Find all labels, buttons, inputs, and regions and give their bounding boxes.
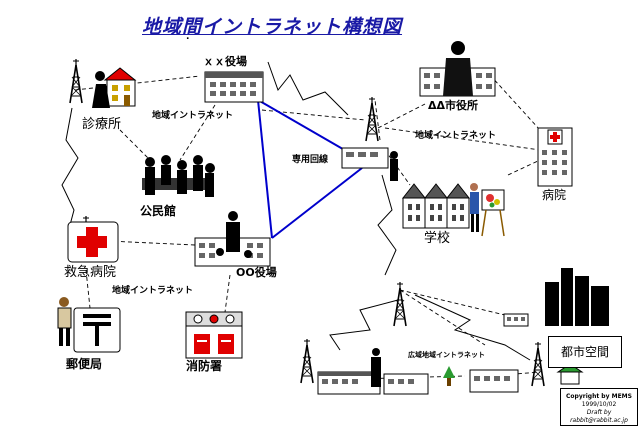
wireless-links — [61, 61, 531, 361]
fire-station-label: 消防署 — [186, 359, 223, 373]
city-skyline-icon — [503, 268, 609, 327]
xx-office-label: ｘｘ役場 — [203, 55, 247, 68]
page-title: 地域間イントラネット構想図 — [142, 16, 403, 38]
community-hall-label: 公民館 — [140, 204, 177, 218]
dedicated-line — [257, 99, 363, 239]
radio-tower-icon — [69, 58, 83, 104]
radio-tower-icon — [531, 341, 545, 387]
hospital-icon — [537, 127, 573, 187]
clinic-icon — [92, 67, 137, 108]
line-hub-icon — [341, 147, 398, 181]
radio-tower-icon — [300, 338, 314, 384]
wide-area-buildings — [317, 348, 584, 395]
dedicated-line-label: 専用回線 — [292, 155, 329, 165]
aa-office-label: ΔΔ市役所 — [428, 99, 479, 112]
copyright-box: Copyright by MEMS 1999/10/02 Draft by ra… — [560, 388, 638, 426]
city-office-icon — [419, 41, 496, 97]
office-building-icon — [194, 211, 271, 267]
clinic-label: 診療所 — [82, 117, 122, 132]
community-hall-icon — [142, 155, 215, 197]
oo-office-label: OO役場 — [236, 266, 277, 279]
net-label-top-right: 地域イントラネット — [415, 131, 497, 141]
office-building-icon — [204, 71, 264, 103]
red-cross-icon — [67, 221, 119, 263]
net-label-top-left: 地域イントラネット — [152, 111, 234, 121]
radio-tower-icon — [393, 281, 407, 327]
school-label: 学校 — [424, 231, 451, 246]
copyright-date: 1999/10/02 — [581, 401, 617, 408]
wide-area-net-label: 広域地域イントラネット — [408, 351, 485, 359]
copyright-line: Copyright by MEMS — [566, 393, 632, 400]
emergency-hospital-label: 救急病院 — [64, 265, 117, 280]
copyright-author: Draft by rabbit@rabbit.ac.jp — [570, 409, 628, 424]
city-space-box: 都市空間 — [548, 336, 622, 368]
postal-mark-icon — [57, 297, 121, 353]
dot-mark: . — [186, 32, 190, 42]
hospital-label: 病院 — [542, 188, 567, 202]
radio-tower-icon — [365, 96, 379, 142]
post-office-label: 郵便局 — [66, 357, 103, 371]
school-icon — [401, 183, 505, 237]
fire-station-icon — [185, 311, 243, 359]
net-label-left: 地域イントラネット — [112, 286, 194, 296]
